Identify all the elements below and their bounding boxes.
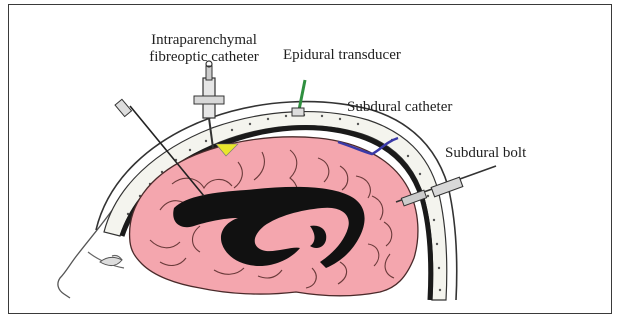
label-epidural-transducer: Epidural transducer <box>283 47 401 64</box>
epidural-transducer-device <box>292 80 305 116</box>
eye-outline <box>100 257 122 265</box>
label-intraparenchymal-line2: fibreoptic catheter <box>129 49 279 66</box>
label-intraparenchymal-line1: Intraparenchymal <box>129 32 279 49</box>
label-subdural-catheter: Subdural catheter <box>347 99 452 116</box>
label-subdural-bolt: Subdural bolt <box>445 145 526 162</box>
label-intraparenchymal: Intraparenchymal fibreoptic catheter <box>129 32 279 66</box>
